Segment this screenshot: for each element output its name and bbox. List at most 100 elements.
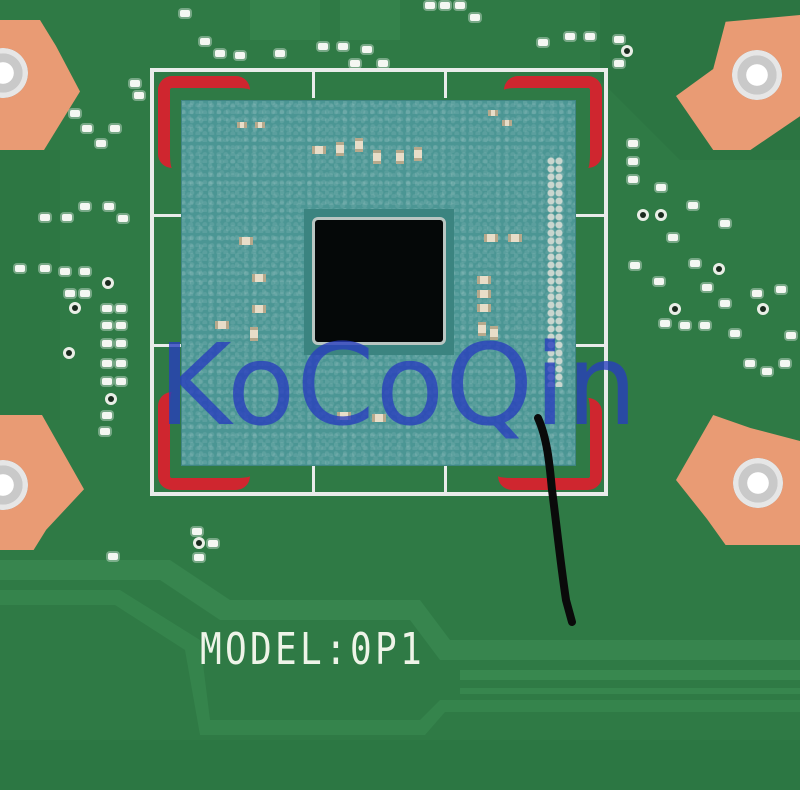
board-component [780, 360, 790, 367]
board-component [235, 52, 245, 59]
board-component [60, 268, 70, 275]
board-component [134, 92, 144, 99]
board-component [82, 125, 92, 132]
photo-border [0, 790, 800, 800]
board-component [720, 300, 730, 307]
board-component [275, 50, 285, 57]
board-component [716, 266, 722, 272]
board-component [762, 368, 772, 375]
board-component [658, 212, 664, 218]
board-component [378, 60, 388, 67]
smd-capacitor [355, 138, 363, 152]
board-component [752, 290, 762, 297]
board-component [614, 60, 624, 67]
chip-outline-right [604, 68, 608, 496]
board-component [102, 322, 112, 329]
smd-capacitor [252, 274, 266, 282]
board-component [192, 528, 202, 535]
glue-corner-top-right [504, 76, 602, 168]
smd-capacitor [337, 412, 351, 420]
smd-capacitor [490, 326, 498, 340]
watermark-text: KoCoQin [158, 321, 639, 451]
board-component [40, 214, 50, 221]
board-component [215, 50, 225, 57]
board-component [200, 38, 210, 45]
board-component [565, 33, 575, 40]
chip-outline-top [150, 68, 608, 72]
board-component [614, 36, 624, 43]
board-component [96, 140, 106, 147]
chip-outline-tick [576, 214, 606, 217]
board-component [538, 39, 548, 46]
board-component [585, 33, 595, 40]
smd-capacitor [312, 146, 326, 154]
board-component [116, 322, 126, 329]
board-component [102, 412, 112, 419]
smd-capacitor [484, 234, 498, 242]
board-component [624, 48, 630, 54]
smd-capacitor [508, 234, 522, 242]
smd-capacitor [488, 110, 498, 116]
board-component [630, 262, 640, 269]
board-component [102, 340, 112, 347]
model-label: MODEL:0P1 [200, 624, 426, 675]
board-component [455, 2, 465, 9]
smd-capacitor [372, 414, 386, 422]
board-component [786, 332, 796, 339]
board-component [690, 260, 700, 267]
board-component [105, 280, 111, 286]
board-component [350, 60, 360, 67]
board-component [760, 306, 766, 312]
board-component [440, 2, 450, 9]
smd-capacitor [414, 147, 422, 161]
board-component [730, 330, 740, 337]
chip-outline-tick [312, 466, 315, 494]
board-component [116, 378, 126, 385]
chip-outline-tick [444, 68, 447, 98]
smd-capacitor [477, 290, 491, 298]
chip-outline-tick [444, 466, 447, 494]
board-component [100, 428, 110, 435]
board-component [130, 80, 140, 87]
smd-capacitor [239, 237, 253, 245]
board-component [628, 158, 638, 165]
chip-outline-left [150, 68, 154, 496]
screw-hole-top-right [732, 50, 782, 100]
chip-outline-tick [576, 344, 606, 347]
board-component [688, 202, 698, 209]
board-component [108, 553, 118, 560]
board-component [318, 43, 328, 50]
board-component [116, 305, 126, 312]
smd-capacitor [336, 142, 344, 156]
chip-edge-pins [547, 157, 563, 387]
board-component [680, 322, 690, 329]
board-component [116, 340, 126, 347]
chip-outline-tick [150, 214, 182, 217]
smd-capacitor [396, 150, 404, 164]
board-component [628, 140, 638, 147]
board-component [110, 125, 120, 132]
board-component [654, 278, 664, 285]
board-component [80, 290, 90, 297]
smd-capacitor [477, 276, 491, 284]
glue-corner-bottom-left [158, 392, 250, 490]
smd-capacitor [477, 304, 491, 312]
board-component [656, 184, 666, 191]
board-component [672, 306, 678, 312]
board-component [628, 176, 638, 183]
board-component [180, 10, 190, 17]
chip-outline-bottom [150, 492, 608, 496]
board-component [776, 286, 786, 293]
board-component [470, 14, 480, 21]
board-component [66, 350, 72, 356]
board-component [102, 360, 112, 367]
smd-capacitor [237, 122, 247, 128]
smd-capacitor [252, 305, 266, 313]
board-component [40, 265, 50, 272]
board-component [102, 305, 112, 312]
chip-outline-tick [312, 68, 315, 98]
board-component [208, 540, 218, 547]
glue-corner-top-left [158, 76, 250, 168]
